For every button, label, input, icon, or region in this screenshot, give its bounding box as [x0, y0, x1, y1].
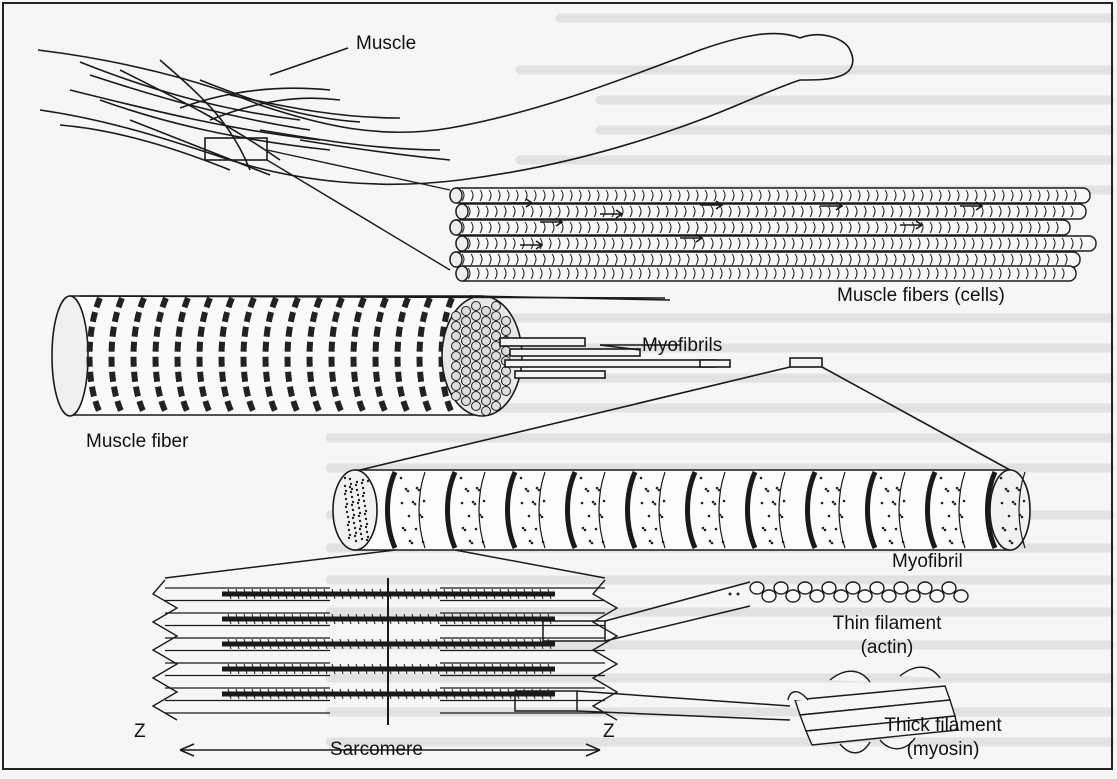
- thin-filament-drawing: [729, 582, 969, 602]
- label-muscle-fibers: Muscle fibers (cells): [837, 286, 1005, 307]
- label-myofibril: Myofibril: [892, 552, 963, 573]
- label-myofibrils: Myofibrils: [642, 336, 722, 357]
- label-thick-filament: Thick filament: [868, 716, 1018, 737]
- label-sarcomere: Sarcomere: [330, 740, 423, 761]
- label-thin-filament: Thin filament: [828, 614, 946, 635]
- label-muscle-fiber: Muscle fiber: [86, 432, 188, 453]
- label-thin-filament-sub: (actin): [828, 638, 946, 659]
- label-z-right: Z: [603, 722, 615, 743]
- label-z-left: Z: [134, 722, 146, 743]
- label-muscle: Muscle: [356, 34, 416, 55]
- label-thick-filament-sub: (myosin): [868, 740, 1018, 761]
- muscle-fibers-bundle: [267, 150, 1096, 281]
